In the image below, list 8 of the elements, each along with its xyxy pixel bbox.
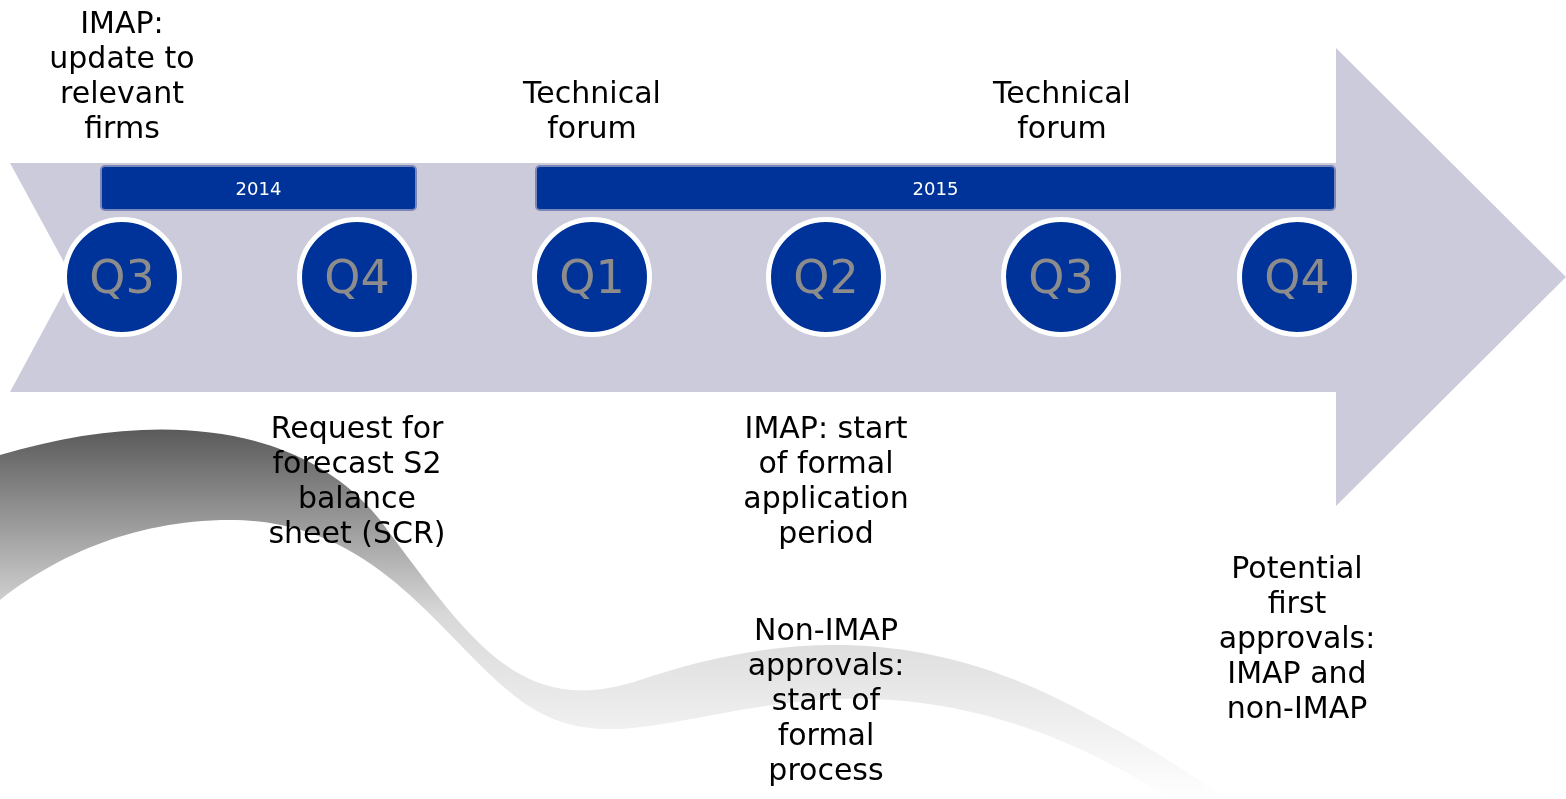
milestone-note: IMAP: start of formal application period bbox=[742, 410, 910, 550]
milestone-note: IMAP: update to relevant firms bbox=[48, 5, 196, 145]
year-bar: 2014 bbox=[100, 165, 417, 211]
milestone-note: Technical forum bbox=[522, 75, 662, 145]
milestone-note: Non-IMAP approvals: start of formal process bbox=[746, 612, 906, 787]
milestone-note: Potential first approvals: IMAP and non-IMAP bbox=[1217, 550, 1377, 725]
milestone-note: Technical forum bbox=[992, 75, 1132, 145]
year-bar: 2015 bbox=[535, 165, 1336, 211]
